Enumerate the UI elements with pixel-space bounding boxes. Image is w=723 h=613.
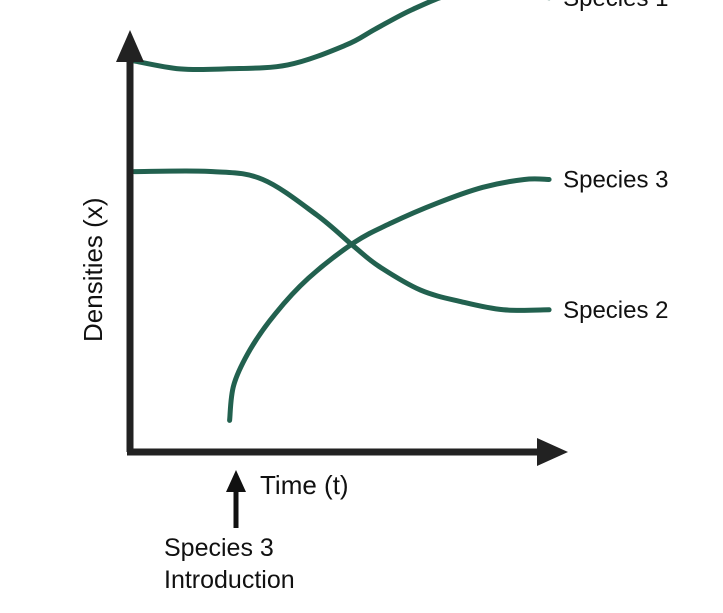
series-label-species-3: Species 3 — [563, 167, 668, 194]
y-axis-label: Densities (x) — [78, 198, 108, 342]
introduction-label-line-1: Species 3 — [164, 534, 274, 562]
introduction-arrowhead — [226, 470, 246, 492]
species-3-introduction-annotation: Species 3 Introduction — [164, 470, 295, 594]
series-line-species-3 — [227, 176, 552, 423]
labels-layer: Time (t) Densities (x) Species 1 Species … — [78, 0, 669, 500]
introduction-label-line-2: Introduction — [164, 566, 295, 594]
y-axis-arrowhead — [116, 30, 144, 62]
x-axis-arrowhead — [537, 438, 568, 466]
series-layer — [131, 0, 552, 423]
axes — [116, 30, 568, 466]
series-label-species-2: Species 2 — [563, 297, 668, 324]
x-axis-label: Time (t) — [260, 470, 349, 500]
series-line-species-2 — [131, 168, 552, 313]
series-line-species-1 — [131, 0, 551, 73]
series-label-species-1: Species 1 — [563, 0, 668, 12]
